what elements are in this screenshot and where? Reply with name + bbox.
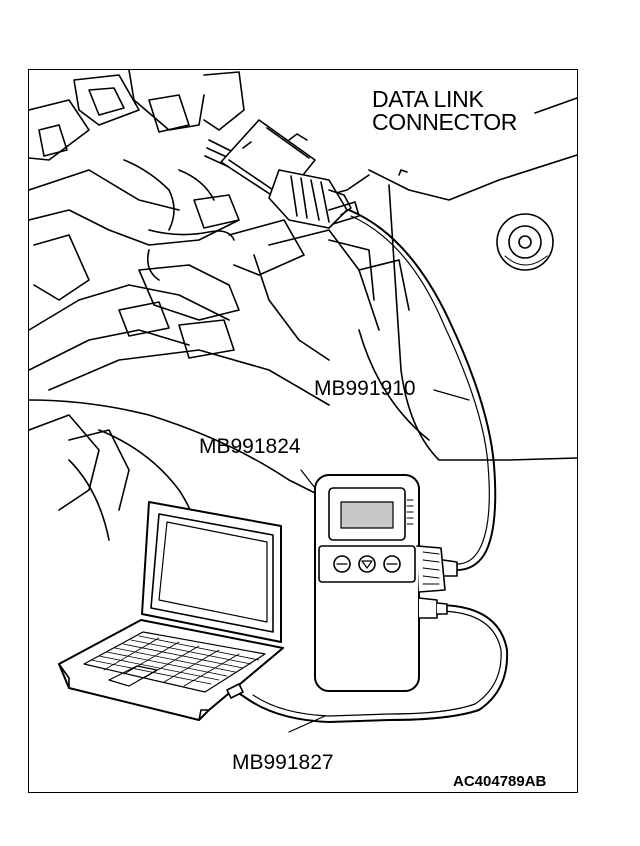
mb991824-device <box>314 474 458 692</box>
data-link-connector-label-line1: DATA LINK <box>372 86 484 112</box>
diagram-frame: DATA LINK CONNECTOR MB991910 MB991824 MB… <box>28 69 578 793</box>
figure-code: AC404789AB <box>453 773 547 790</box>
data-link-connector-label-line2: CONNECTOR <box>372 109 518 135</box>
cable-plug <box>268 169 360 229</box>
connection-diagram <box>29 70 577 733</box>
cable-mb991827-line <box>236 604 509 723</box>
cable-mb991827-label: MB991827 <box>232 751 334 774</box>
tool-mb991824-label: MB991824 <box>199 435 301 458</box>
cable-mb991910-label: MB991910 <box>314 377 416 400</box>
leader-lines <box>288 389 470 733</box>
laptop-computer <box>58 501 284 721</box>
dashboard-background <box>29 70 577 571</box>
cable-mb991910-line <box>348 209 497 571</box>
